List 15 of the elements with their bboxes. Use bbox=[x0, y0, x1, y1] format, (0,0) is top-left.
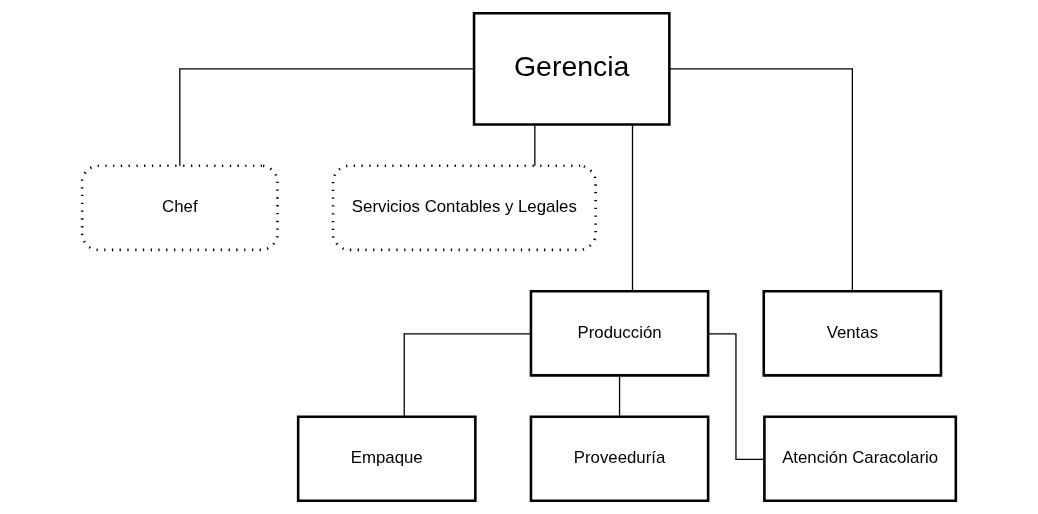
connector bbox=[668, 68, 853, 292]
connector bbox=[403, 333, 532, 418]
node-box: Empaque bbox=[296, 415, 477, 503]
node-box: Proveeduría bbox=[529, 415, 710, 503]
connector bbox=[618, 374, 621, 418]
connector bbox=[631, 124, 634, 292]
connector bbox=[707, 333, 765, 461]
node-box: Atención Caracolario bbox=[763, 415, 958, 503]
node-box: Ventas bbox=[762, 289, 943, 377]
node-box: Gerencia bbox=[472, 11, 671, 126]
connector bbox=[179, 68, 475, 167]
node-box: Producción bbox=[529, 289, 710, 377]
connector bbox=[534, 123, 536, 167]
node-box: Chef bbox=[80, 164, 279, 252]
node-box: Servicios Contables y Legales bbox=[331, 164, 597, 252]
